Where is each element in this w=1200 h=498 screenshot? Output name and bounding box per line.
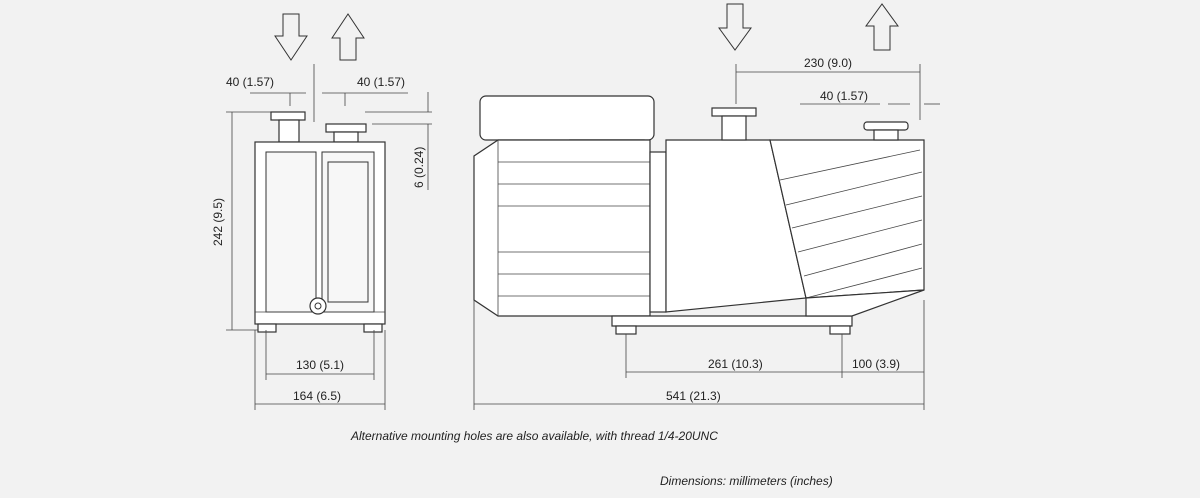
side-height-label: 242 (9.5): [211, 198, 225, 246]
side-view: 40 (1.57) 40 (1.57) 6 (0.24) 242 (9.5): [211, 13, 432, 410]
front-inlet-arrow-icon: [718, 3, 752, 51]
front-port-spacing-label: 230 (9.0): [804, 56, 852, 70]
front-end-offset-label: 100 (3.9): [852, 357, 900, 371]
motor-cover: [479, 95, 655, 141]
side-outer-width-label: 164 (6.5): [293, 389, 341, 403]
side-right-flange-label: 40 (1.57): [357, 75, 405, 89]
front-total-length-label: 541 (21.3): [666, 389, 721, 403]
units-note: Dimensions: millimeters (inches): [660, 474, 833, 488]
side-inner-width-label: 130 (5.1): [296, 358, 344, 372]
inlet-arrow-icon: [274, 13, 308, 61]
side-offset-label: 6 (0.24): [412, 147, 426, 188]
front-flange-label: 40 (1.57): [820, 89, 868, 103]
front-mount-spacing-label: 261 (10.3): [708, 357, 763, 371]
mounting-note: Alternative mounting holes are also avai…: [350, 429, 718, 443]
side-left-flange-label: 40 (1.57): [226, 75, 274, 89]
motor-body: [473, 139, 651, 317]
front-outlet-arrow-icon: [865, 3, 899, 51]
outlet-arrow-icon: [331, 13, 365, 61]
front-view: 230 (9.0) 40 (1.57): [473, 3, 940, 410]
